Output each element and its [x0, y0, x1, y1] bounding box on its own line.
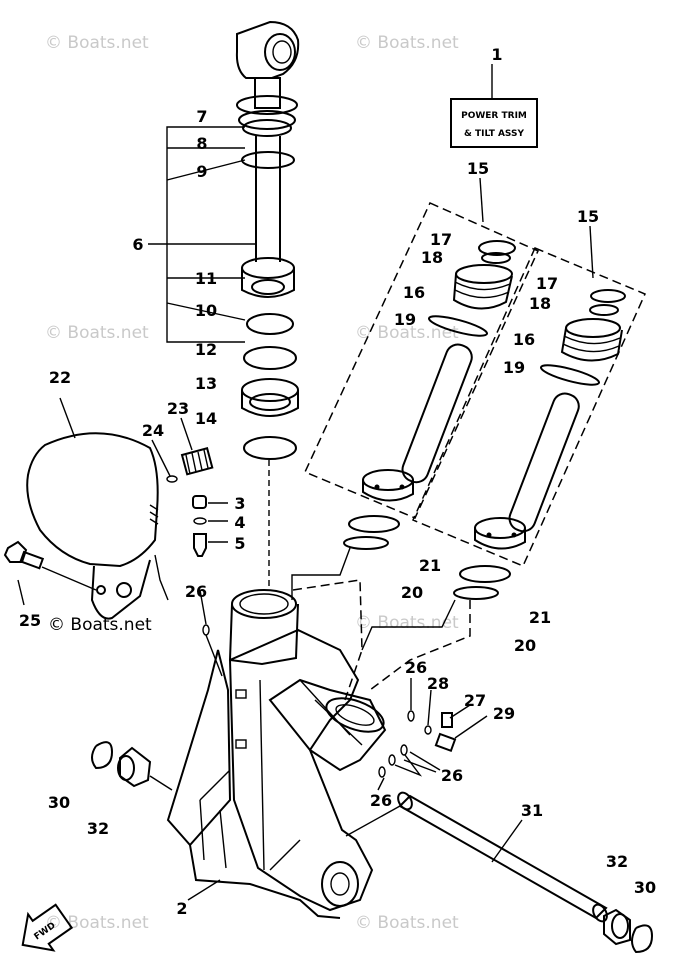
callout-23: 23 [167, 399, 189, 418]
callout-30a: 30 [48, 793, 70, 812]
o-rings-20-21 [291, 515, 511, 651]
watermark: © Boats.net [45, 33, 149, 53]
callout-32a: 32 [87, 819, 109, 838]
main-bracket [154, 554, 387, 919]
callout-25: 25 [19, 611, 41, 630]
callout-18b: 18 [529, 294, 551, 313]
assembly-label-box: POWER TRIM & TILT ASSY [450, 64, 538, 148]
cylinder-group-left [303, 177, 539, 519]
callout-30b: 30 [634, 878, 656, 897]
reservoir-housing [26, 397, 159, 620]
callout-7: 7 [196, 107, 207, 126]
callout-27: 27 [464, 691, 486, 710]
callout-2: 2 [176, 899, 187, 918]
callout-26c: 26 [441, 766, 463, 785]
watermark: © Boats.net [355, 323, 459, 343]
callout-9: 9 [196, 162, 207, 181]
watermark: © Boats.net [45, 913, 149, 933]
callout-20b: 20 [514, 636, 536, 655]
callout-14: 14 [195, 409, 217, 428]
fwd-arrow-icon: FWD [21, 903, 74, 952]
callout-31: 31 [521, 801, 543, 820]
callout-19a: 19 [394, 310, 416, 329]
callout-10: 10 [195, 301, 217, 320]
watermark: © Boats.net [355, 613, 459, 633]
callout-17a: 17 [430, 230, 452, 249]
callout-16a: 16 [403, 283, 425, 302]
callout-20a: 20 [401, 583, 423, 602]
callout-22: 22 [49, 368, 71, 387]
watermarks: © Boats.net © Boats.net © Boats.net © Bo… [45, 33, 459, 933]
callout-8: 8 [196, 134, 207, 153]
filter-and-valves [151, 417, 228, 557]
callout-28: 28 [427, 674, 449, 693]
bolt [3, 540, 97, 606]
callout-29: 29 [493, 704, 515, 723]
cylinder-group-right [412, 225, 646, 567]
callout-15b: 15 [577, 207, 599, 226]
callout-24: 24 [142, 421, 164, 440]
callout-18a: 18 [421, 248, 443, 267]
callout-13: 13 [195, 374, 217, 393]
watermark: © Boats.net [355, 913, 459, 933]
watermark-dark: © Boats.net [48, 615, 152, 635]
callout-15a: 15 [467, 159, 489, 178]
callout-21b: 21 [529, 608, 551, 627]
assembly-label-line1: POWER TRIM [461, 111, 527, 121]
callout-5: 5 [234, 534, 245, 553]
tilt-shaft [91, 741, 654, 954]
callout-26a: 26 [185, 582, 207, 601]
callout-32b: 32 [606, 852, 628, 871]
callout-26d: 26 [370, 791, 392, 810]
callout-19b: 19 [503, 358, 525, 377]
callout-17b: 17 [536, 274, 558, 293]
callout-11: 11 [195, 269, 217, 288]
callout-6: 6 [132, 235, 143, 254]
callout-12: 12 [195, 340, 217, 359]
callout-4: 4 [234, 513, 245, 532]
pins-and-valves [199, 579, 488, 791]
callout-numbers: 1 2 3 4 5 6 7 8 9 10 11 12 13 14 15 15 1… [19, 45, 656, 918]
assembly-label-line2: & TILT ASSY [464, 129, 525, 139]
watermark: © Boats.net [355, 33, 459, 53]
callout-16b: 16 [513, 330, 535, 349]
tilt-cylinder-rod [235, 20, 300, 590]
watermark: © Boats.net [45, 323, 149, 343]
callout-bracket-6 [148, 126, 256, 343]
callout-26b: 26 [405, 658, 427, 677]
callout-1: 1 [491, 45, 502, 64]
callout-21a: 21 [419, 556, 441, 575]
callout-3: 3 [234, 494, 245, 513]
